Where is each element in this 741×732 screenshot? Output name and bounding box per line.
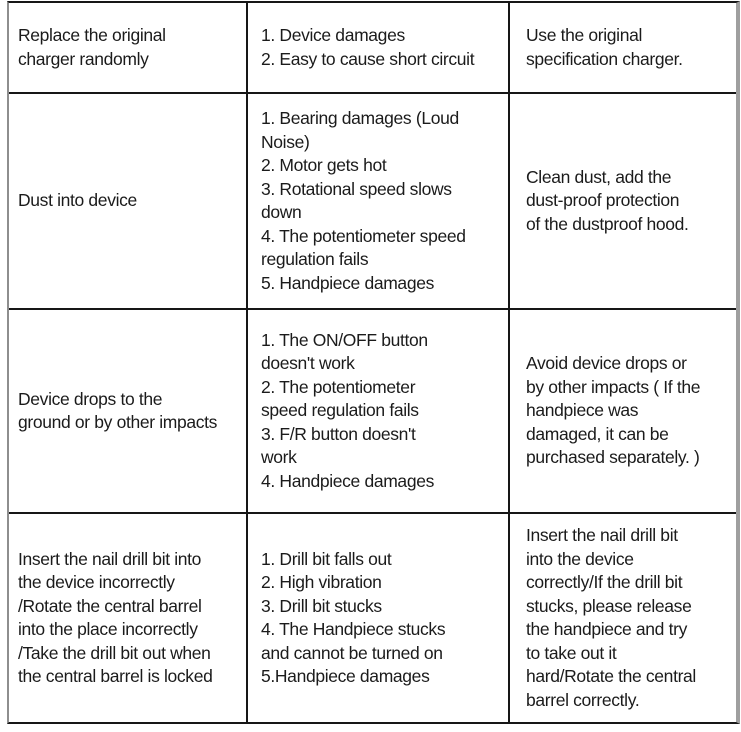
cause-cell: Dust into device — [9, 94, 248, 310]
damage-cell: 1. Device damages 2. Easy to cause short… — [248, 3, 510, 94]
solution-cell: Clean dust, add the dust-proof protectio… — [510, 94, 736, 310]
solution-cell: Insert the nail drill bit into the devic… — [526, 525, 696, 710]
troubleshooting-table: Replace the original charger randomly 1.… — [7, 1, 740, 724]
solution-cell: Avoid device drops or by other impacts (… — [510, 310, 736, 514]
cause-cell: Replace the original charger randomly — [9, 3, 248, 94]
solution-cell: Use the original specification charger. — [510, 3, 736, 94]
damage-cell: 1. Drill bit falls out 2. High vibration… — [248, 514, 510, 722]
damage-cell: 1. The ON/OFF button doesn't work 2. The… — [248, 310, 510, 514]
cause-cell: Device drops to the ground or by other i… — [9, 310, 248, 514]
cause-cell: Insert the nail drill bit into the devic… — [9, 514, 248, 722]
damage-cell: 1. Bearing damages (Loud Noise) 2. Motor… — [248, 94, 510, 310]
